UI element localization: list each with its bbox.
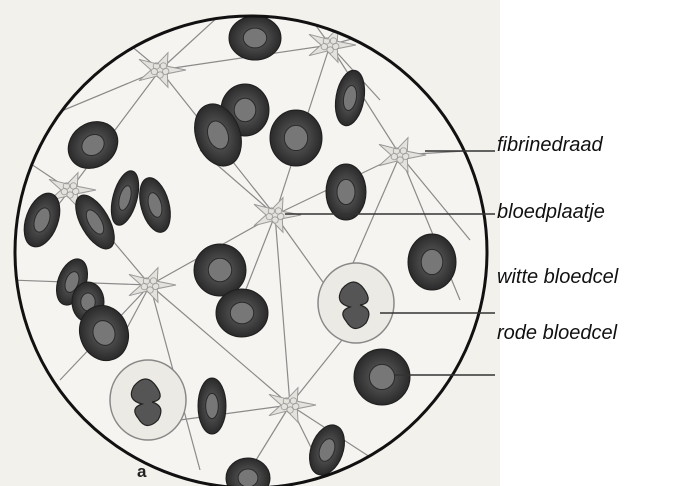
label-fibrinedraad: fibrinedraad — [497, 134, 603, 157]
rbc-center — [337, 179, 355, 204]
rbc-center — [421, 249, 443, 274]
red-blood-cell — [229, 16, 281, 60]
rbc-center — [284, 125, 307, 150]
rbc-center — [234, 98, 256, 121]
red-blood-cell — [198, 378, 226, 434]
rbc-center — [369, 364, 394, 389]
rbc-center — [230, 302, 253, 324]
white-blood-cell — [318, 263, 394, 343]
rbc-center — [243, 28, 266, 48]
label-witte-bloedcel: witte bloedcel — [497, 266, 618, 289]
red-blood-cell — [326, 164, 366, 220]
rbc-center — [238, 469, 258, 486]
white-blood-cell — [110, 360, 186, 440]
rbc-center — [206, 393, 219, 418]
rbc-center — [208, 258, 231, 281]
label-bloedplaatje: bloedplaatje — [497, 201, 605, 224]
red-blood-cell — [270, 110, 322, 166]
red-blood-cell — [354, 349, 410, 405]
red-blood-cell — [408, 234, 456, 290]
panel-letter: a — [137, 462, 146, 482]
red-blood-cell — [216, 289, 268, 337]
label-rode-bloedcel: rode bloedcel — [497, 322, 617, 345]
red-blood-cell — [194, 244, 246, 296]
